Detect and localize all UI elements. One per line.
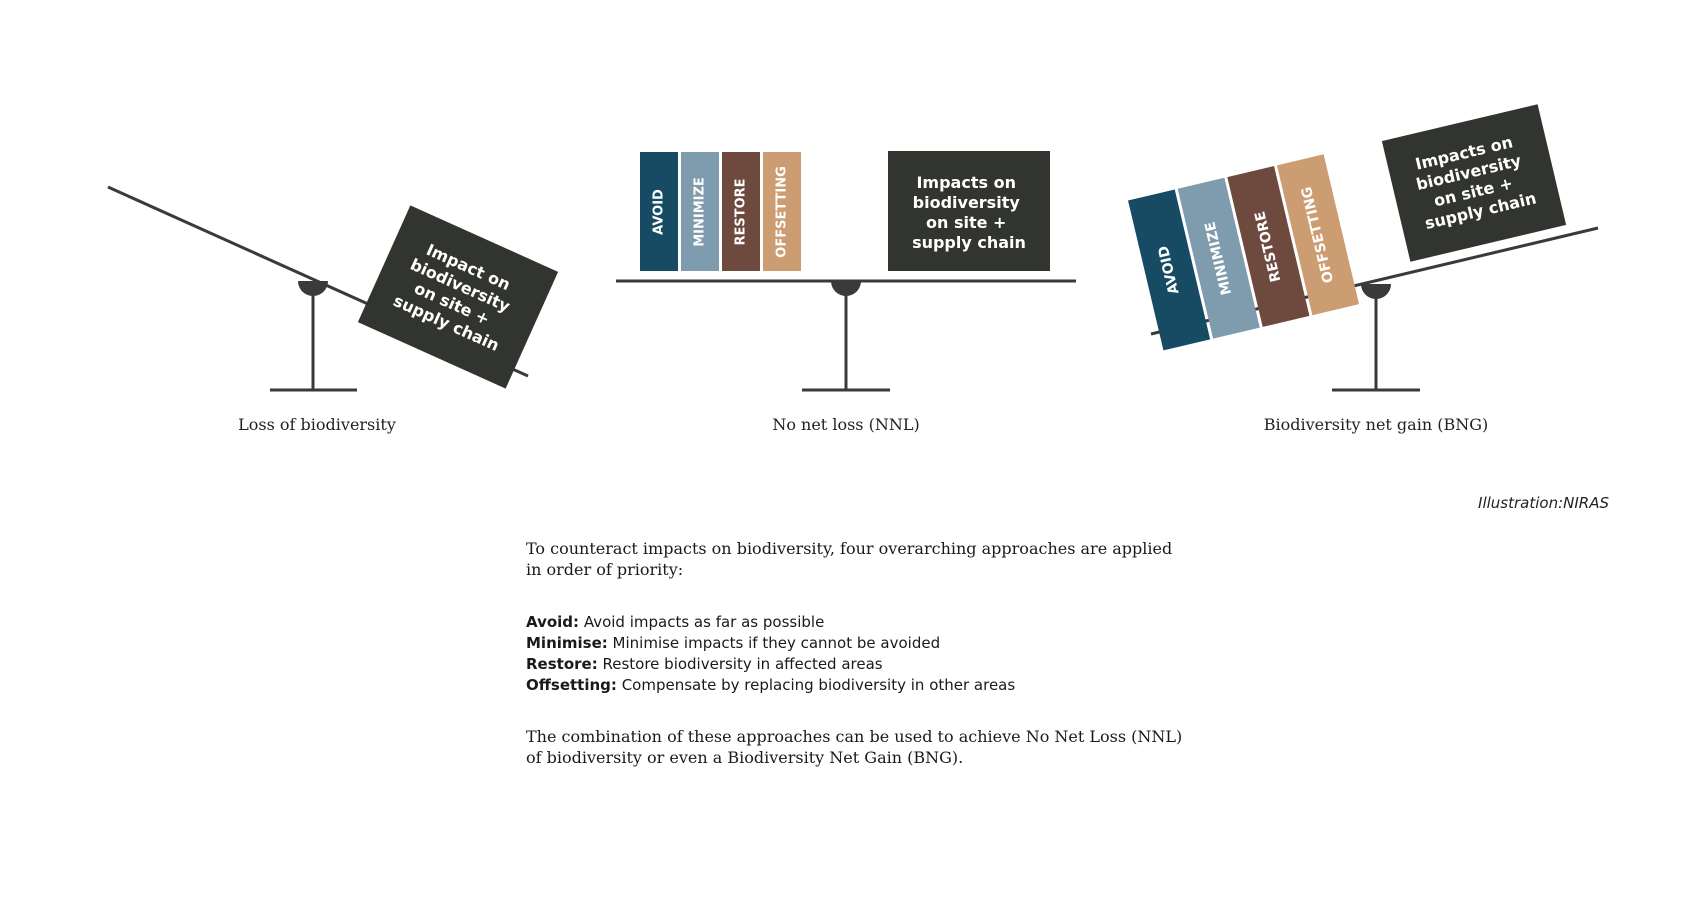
scale-loss: Impact on biodiversity on site + supply …: [107, 185, 559, 392]
approach-offsetting: Offsetting: Compensate by replacing biod…: [526, 675, 1186, 696]
impact-box: [357, 205, 559, 389]
impact-text: Impact on biodiversity on site + supply …: [390, 236, 526, 355]
caption-loss: Loss of biodiversity: [238, 415, 396, 434]
approach-minimise: Minimise: Minimise impacts if they canno…: [526, 633, 1186, 654]
explanation-text: To counteract impacts on biodiversity, f…: [526, 538, 1186, 768]
impact-text: Impacts on biodiversity on site + supply…: [1409, 130, 1538, 233]
block-offsetting-label: OFFSETTING: [775, 166, 790, 257]
conclusion-paragraph: The combination of these approaches can …: [526, 727, 1183, 767]
scale-pivot: [1361, 284, 1391, 299]
approach-desc: Restore biodiversity in affected areas: [602, 655, 883, 673]
approach-term: Minimise:: [526, 634, 608, 652]
illustration-credit: Illustration:NIRAS: [1478, 494, 1609, 512]
block-minimize: [681, 152, 719, 271]
scale-pivot: [831, 281, 861, 296]
approach-avoid: Avoid: Avoid impacts as far as possible: [526, 612, 1186, 633]
approach-desc: Compensate by replacing biodiversity in …: [621, 676, 1016, 694]
caption-bng: Biodiversity net gain (BNG): [1263, 415, 1489, 434]
impact-box: [888, 151, 1050, 271]
approach-list: Avoid: Avoid impacts as far as possible …: [526, 612, 1186, 696]
scale-bng: AVOID MINIMIZE RESTORE OFFSETTING Impact…: [1128, 104, 1599, 392]
approach-restore: Restore: Restore biodiversity in affecte…: [526, 654, 1186, 675]
intro-paragraph: To counteract impacts on biodiversity, f…: [526, 539, 1173, 579]
impact-text: Impacts on biodiversity on site + supply…: [912, 173, 1026, 252]
block-offsetting: [1276, 154, 1360, 316]
block-minimize-label: MINIMIZE: [693, 177, 708, 247]
scale-pivot: [298, 281, 328, 296]
approach-term: Offsetting:: [526, 676, 617, 694]
block-restore-label: RESTORE: [734, 178, 749, 245]
scales-diagram: Impact on biodiversity on site + supply …: [107, 104, 1599, 392]
mitigation-blocks: AVOID MINIMIZE RESTORE OFFSETTING: [1128, 154, 1360, 351]
approach-term: Restore:: [526, 655, 598, 673]
approach-desc: Minimise impacts if they cannot be avoid…: [612, 634, 941, 652]
approach-term: Avoid:: [526, 613, 580, 631]
block-avoid-label: AVOID: [652, 189, 667, 235]
block-offsetting: [763, 152, 801, 271]
caption-nnl: No net loss (NNL): [772, 415, 920, 434]
block-restore: [1227, 166, 1310, 327]
block-minimize: [1177, 177, 1260, 339]
approach-desc: Avoid impacts as far as possible: [583, 613, 825, 631]
scale-nnl: AVOID MINIMIZE RESTORE OFFSETTING Impact…: [616, 151, 1076, 392]
block-restore: [722, 152, 760, 271]
mitigation-blocks: AVOID MINIMIZE RESTORE OFFSETTING: [640, 152, 801, 271]
block-avoid: [1128, 189, 1211, 351]
impact-box: [1381, 104, 1567, 262]
block-avoid: [640, 152, 678, 271]
